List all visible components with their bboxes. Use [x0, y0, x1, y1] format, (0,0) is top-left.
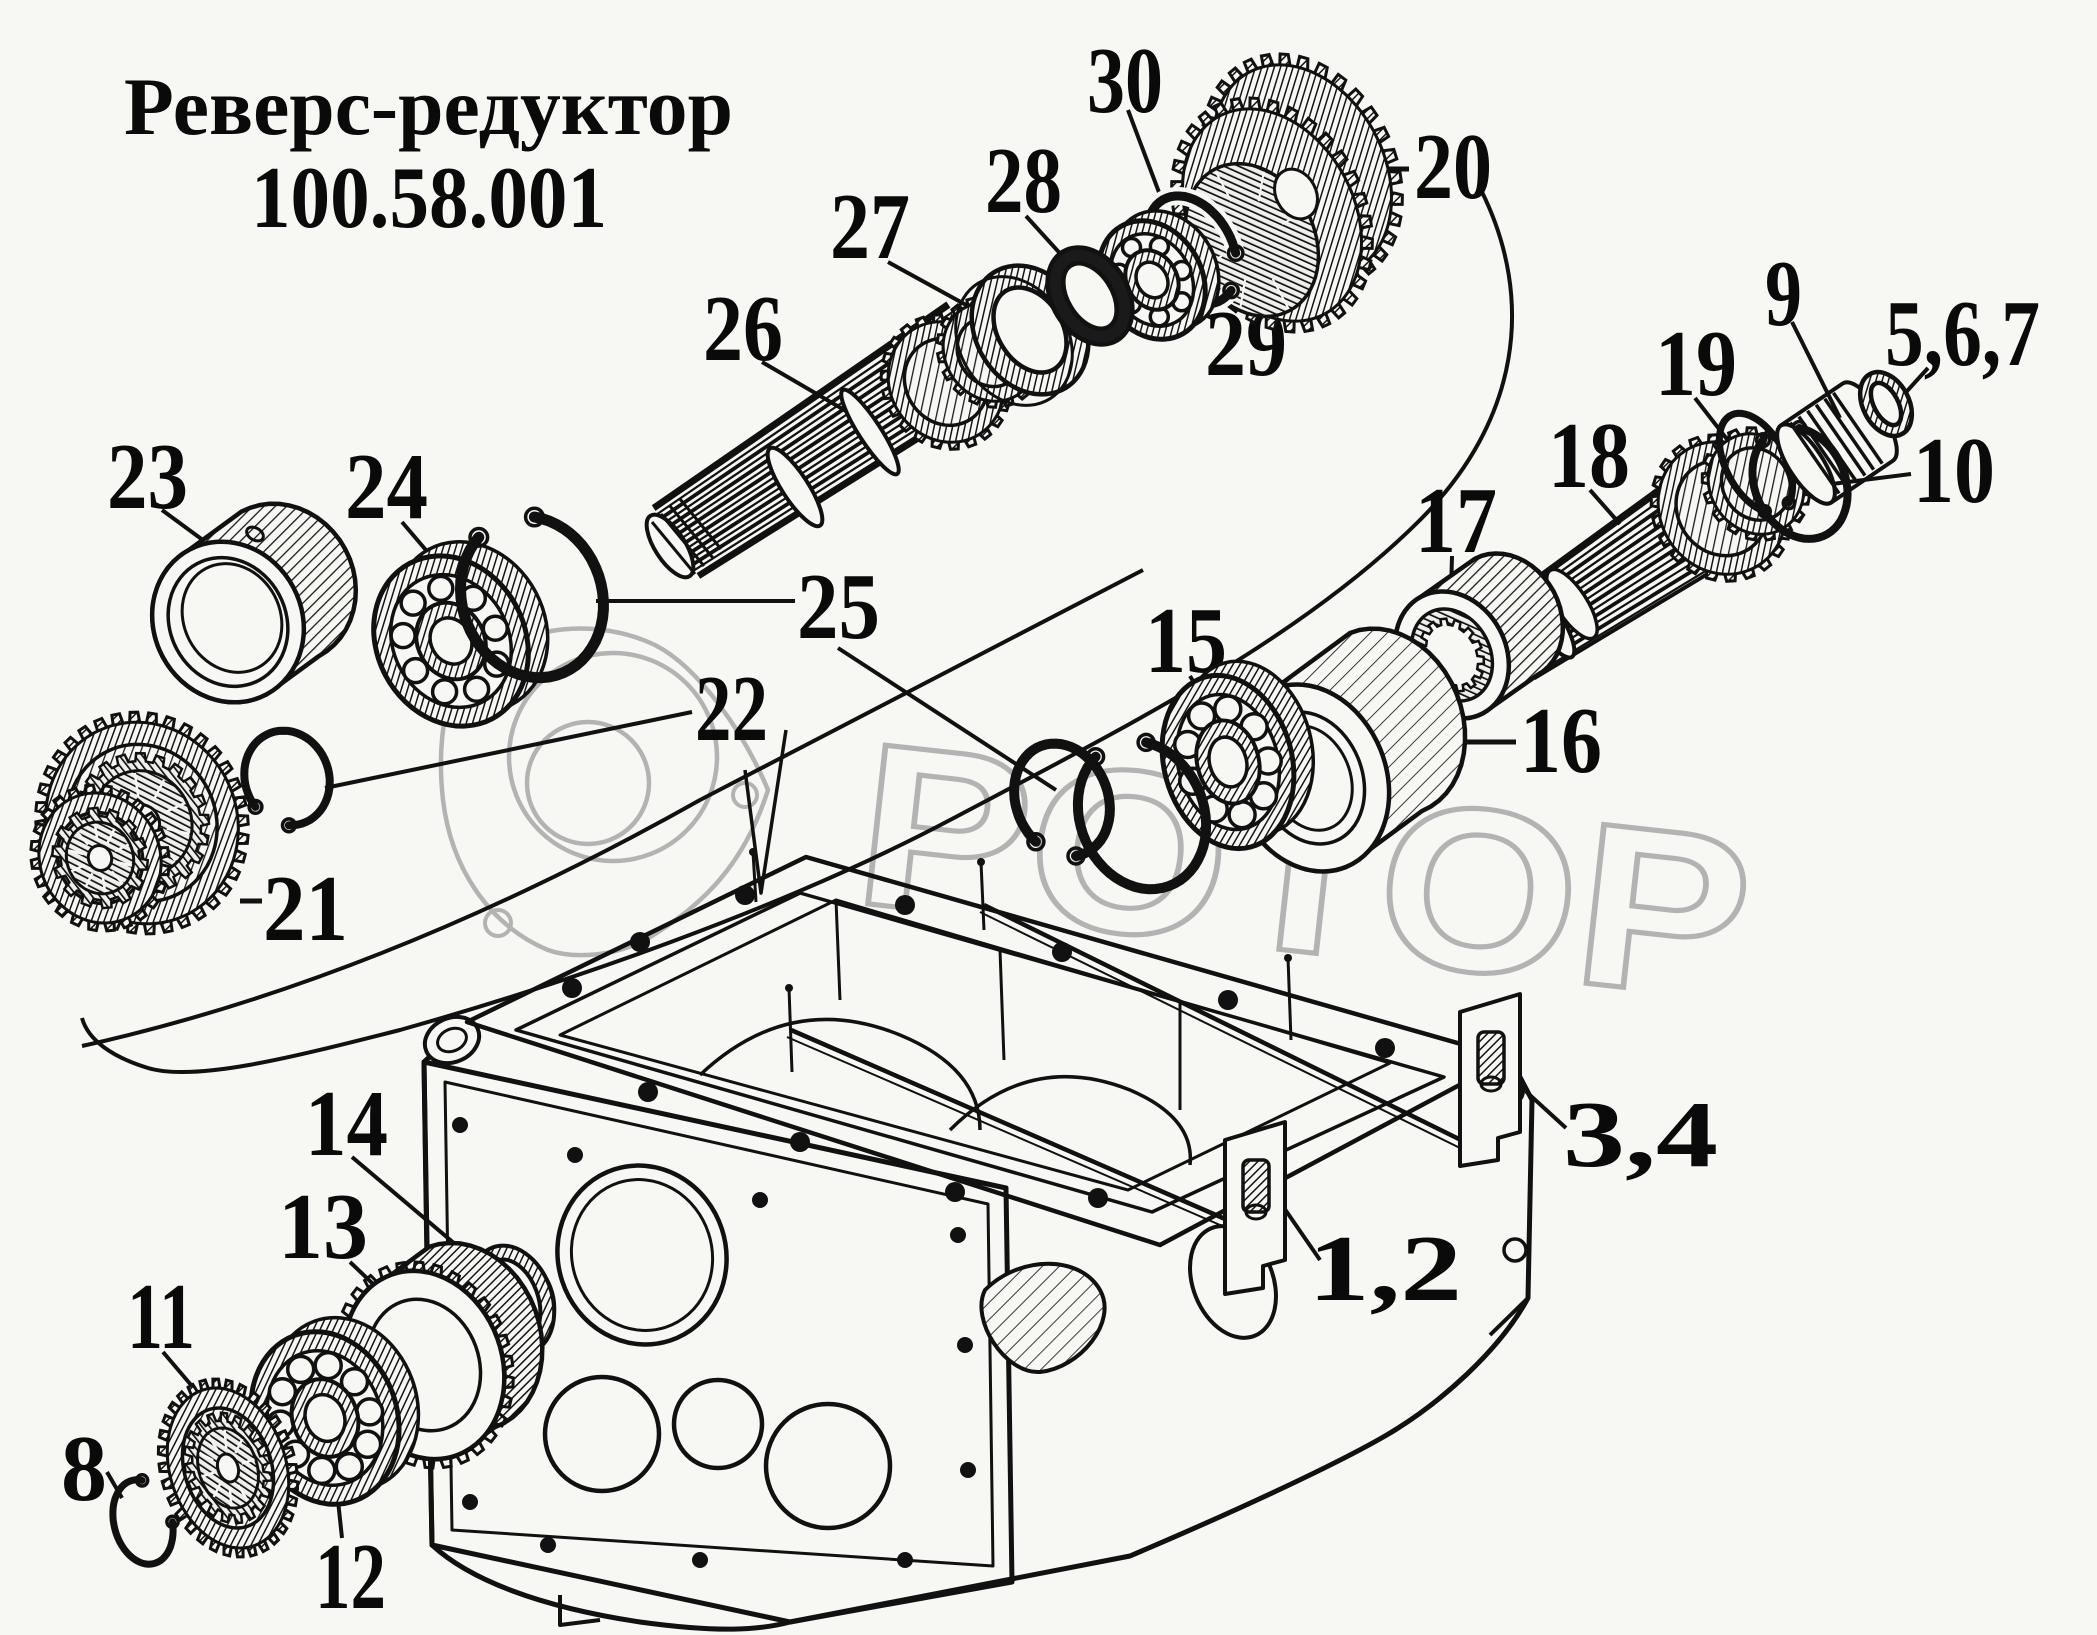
svg-text:11: 11 [127, 1265, 195, 1369]
svg-text:25: 25 [797, 555, 880, 659]
svg-text:19: 19 [1655, 312, 1737, 416]
svg-text:18: 18 [1548, 404, 1630, 508]
svg-text:27: 27 [830, 175, 910, 279]
svg-text:23: 23 [107, 425, 188, 529]
svg-text:13: 13 [278, 1175, 368, 1279]
svg-text:8: 8 [61, 1417, 107, 1521]
svg-text:16: 16 [1520, 689, 1602, 793]
svg-text:14: 14 [305, 1072, 388, 1176]
svg-text:10: 10 [1913, 419, 1995, 523]
svg-text:3,4: 3,4 [1563, 1083, 1718, 1187]
svg-text:21: 21 [263, 857, 348, 961]
svg-text:20: 20 [1414, 115, 1492, 219]
svg-text:24: 24 [345, 435, 428, 539]
svg-text:5,6,7: 5,6,7 [1885, 282, 2040, 386]
svg-text:1,2: 1,2 [1308, 1217, 1462, 1321]
svg-text:30: 30 [1087, 29, 1163, 133]
svg-text:100.58.001: 100.58.001 [251, 150, 607, 247]
svg-text:26: 26 [703, 277, 783, 381]
svg-text:Реверс-редуктор: Реверс-редуктор [124, 61, 733, 152]
svg-text:12: 12 [315, 1525, 386, 1629]
svg-text:22: 22 [695, 657, 768, 761]
svg-text:28: 28 [985, 129, 1062, 233]
svg-text:9: 9 [1765, 242, 1802, 346]
